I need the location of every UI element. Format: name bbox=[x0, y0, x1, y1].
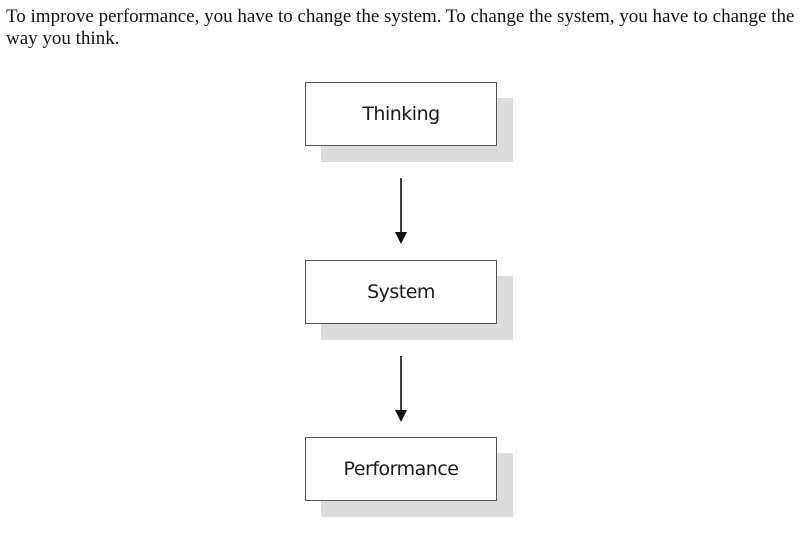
node-label-performance: Performance bbox=[343, 458, 459, 480]
arrow-system-to-performance bbox=[395, 356, 407, 422]
node-box: Thinking bbox=[305, 82, 497, 146]
node-label-system: System bbox=[367, 281, 435, 303]
node-thinking: Thinking bbox=[305, 82, 513, 162]
intro-paragraph: To improve performance, you have to chan… bbox=[6, 6, 795, 49]
node-performance: Performance bbox=[305, 437, 513, 517]
node-system: System bbox=[305, 260, 513, 340]
node-box: System bbox=[305, 260, 497, 324]
arrow-head bbox=[395, 232, 407, 244]
node-box: Performance bbox=[305, 437, 497, 501]
arrow-thinking-to-system bbox=[395, 178, 407, 244]
node-label-thinking: Thinking bbox=[362, 103, 440, 125]
arrow-head bbox=[395, 410, 407, 422]
